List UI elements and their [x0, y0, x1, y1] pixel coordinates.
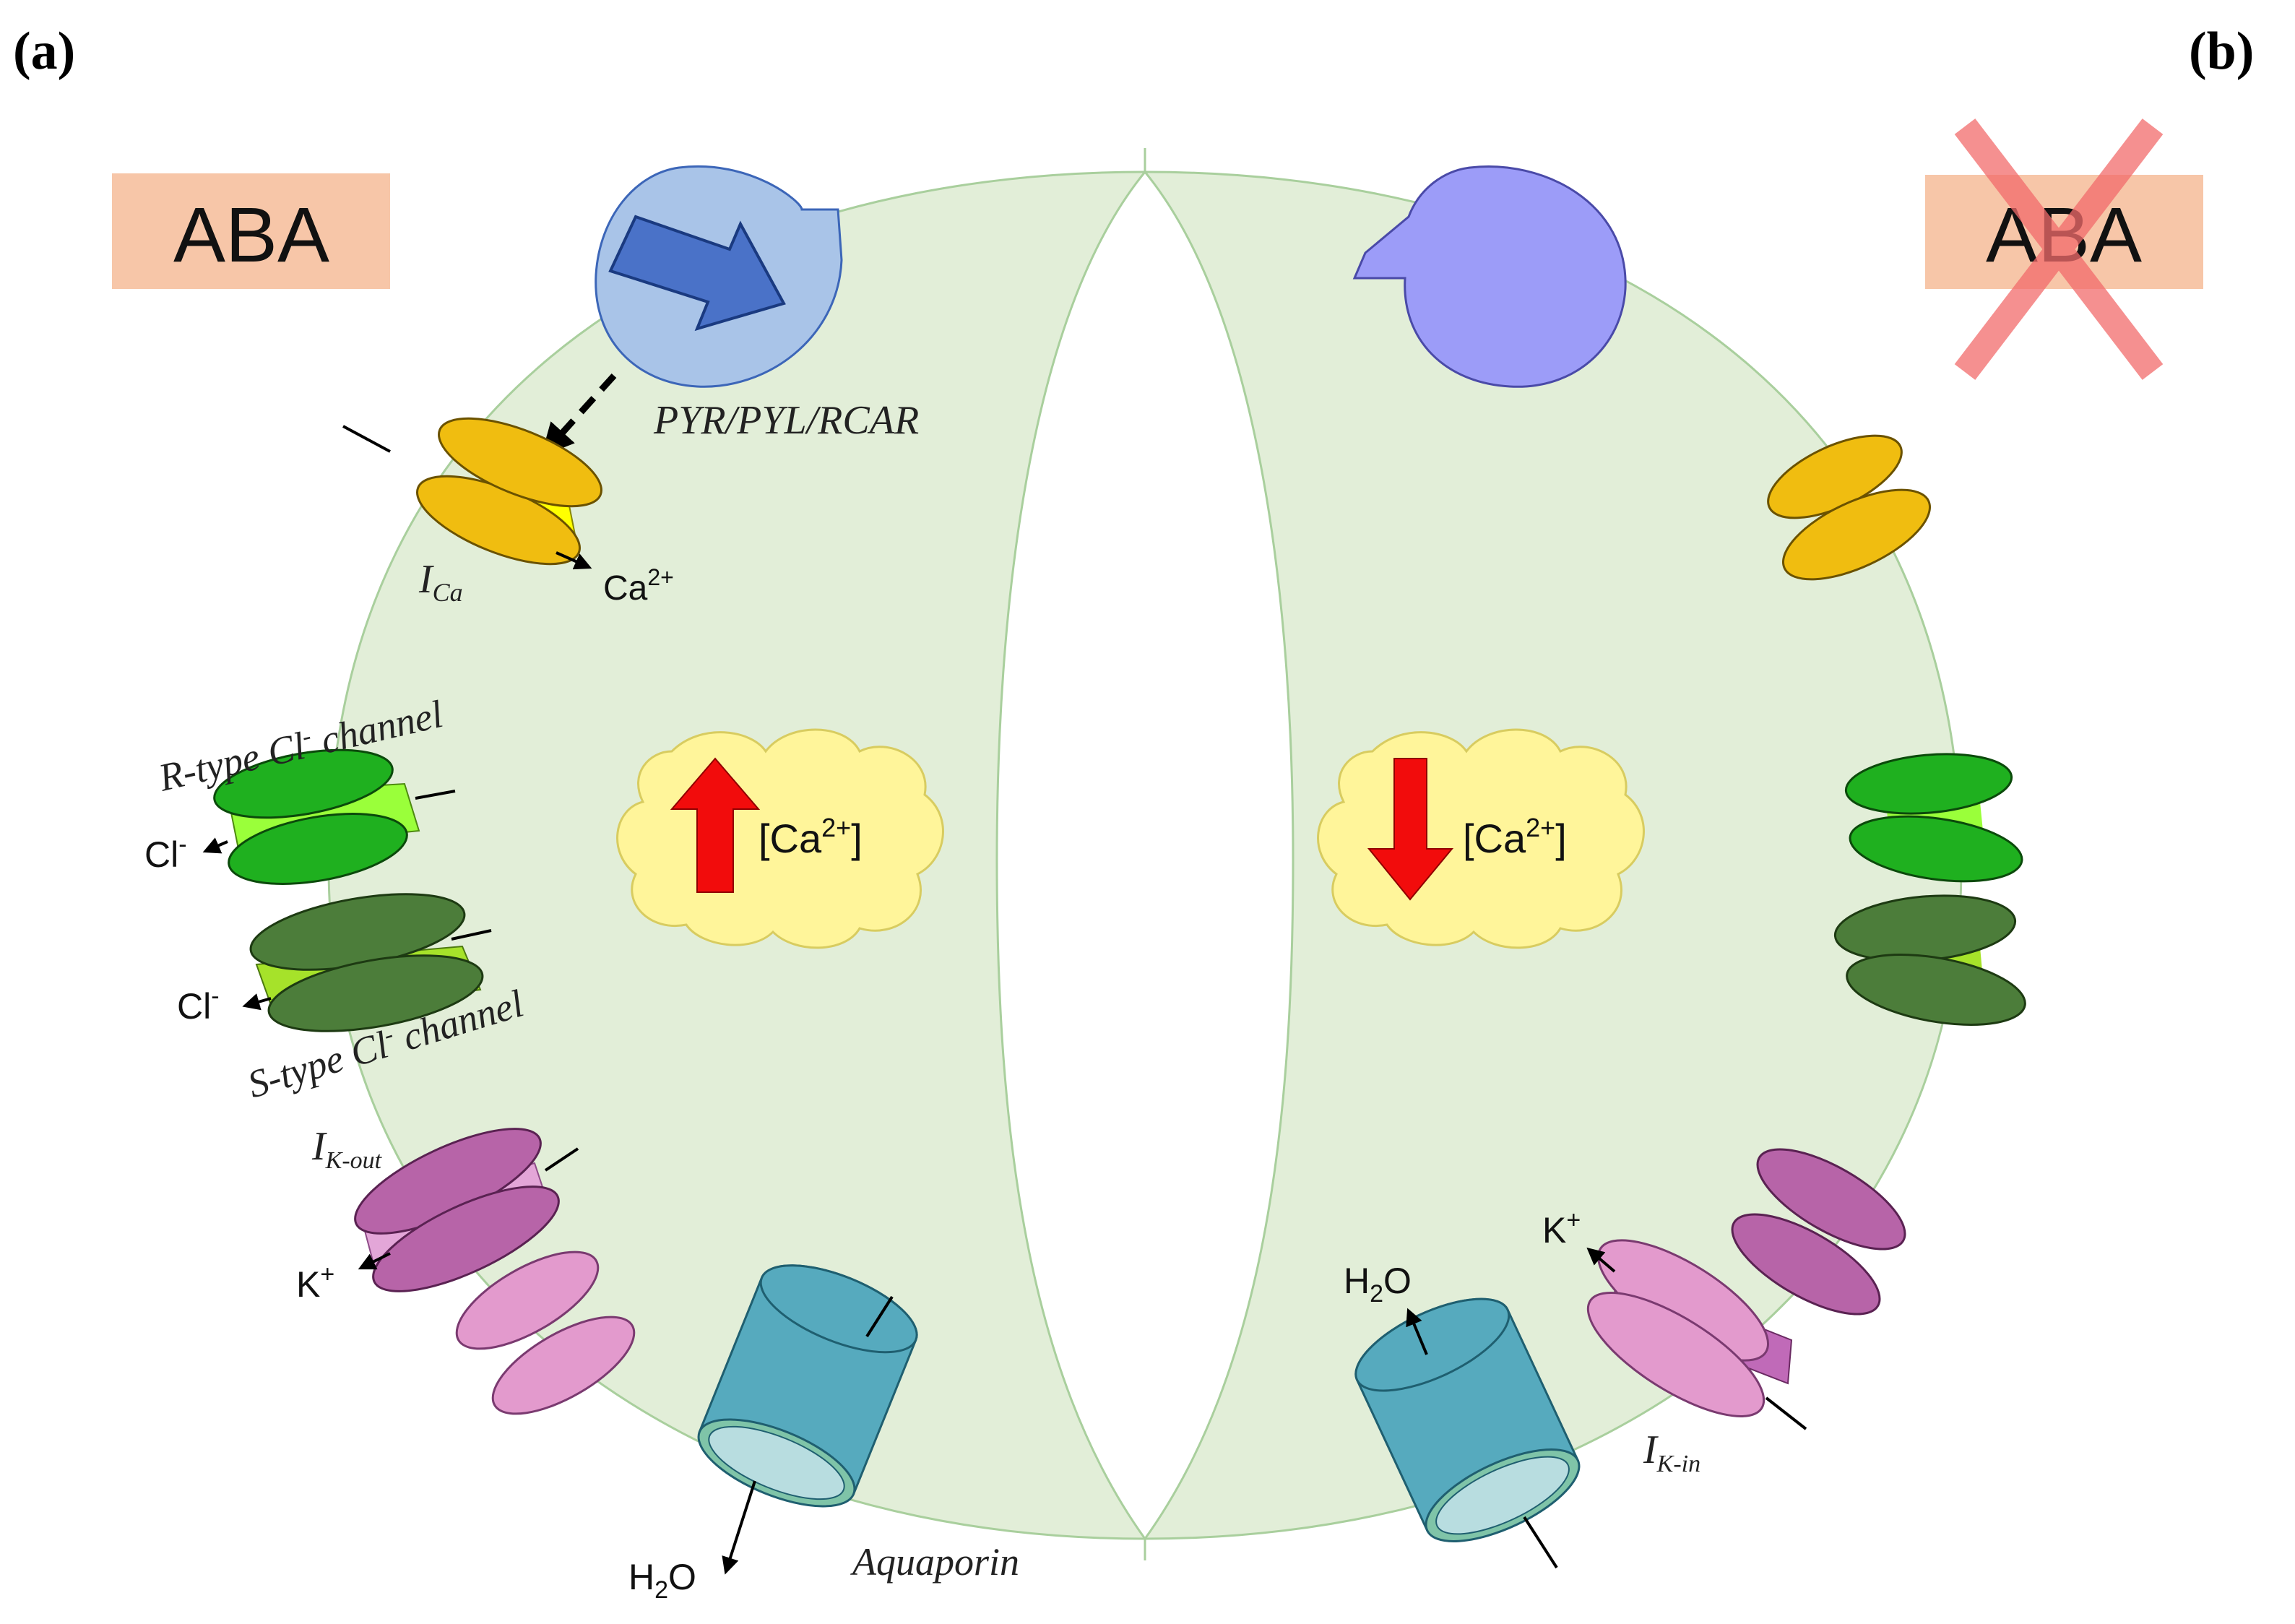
cross-icon [1954, 118, 2164, 380]
r-type-subunit [213, 748, 394, 819]
membrane-line [451, 929, 492, 941]
aquaporin-opening [708, 1425, 845, 1500]
k-in-channel-closed [455, 1251, 636, 1415]
k-in-channel-open: K+ IK-in [1542, 1206, 1807, 1477]
k-out-label: IK-out [311, 1124, 383, 1174]
stomatal-pore [995, 170, 1295, 1541]
calcium-decrease-arrow-icon [1367, 758, 1454, 901]
r-type-subunit [228, 813, 408, 885]
membrane-line [1523, 1516, 1558, 1569]
r-type-subunit [1849, 815, 2023, 883]
calcium-subunit [1782, 488, 1931, 581]
k-in-subunit [491, 1316, 636, 1415]
aba-binding-arrow-icon [608, 215, 786, 332]
calcium-channel-closed [1767, 434, 1931, 581]
calcium-subunit [438, 417, 602, 508]
guard-cell-pair [327, 148, 1963, 1560]
receptor-bound: PYR/PYL/RCAR [540, 165, 919, 457]
cytosolic-calcium-fall: [Ca2+] [1317, 728, 1645, 949]
membrane-line [1765, 1396, 1807, 1430]
aba-absent: ABA [1925, 118, 2203, 380]
k-out-channel-open: IK-out K+ [296, 1124, 579, 1305]
k-out-channel-closed [1731, 1148, 1906, 1316]
potassium-ion-label: K+ [296, 1261, 334, 1305]
panel-a-label: (a) [13, 22, 75, 81]
ion-flux-arrow [1586, 1247, 1616, 1273]
membrane-line [415, 790, 456, 800]
cytosolic-calcium-rise: [Ca2+] [616, 728, 944, 949]
aquaporin-left: H2O Aquaporin [628, 1264, 1019, 1604]
k-out-subunit [1731, 1213, 1881, 1316]
chloride-ion-label: Cl- [177, 982, 220, 1027]
aquaporin-label: Aquaporin [850, 1540, 1019, 1584]
calcium-channel-open: ICa Ca2+ [342, 417, 674, 608]
ion-flux-arrow [556, 551, 592, 570]
receptor-unbound [1352, 165, 1627, 388]
panel-b-label: (b) [2189, 22, 2254, 81]
water-label: H2O [1344, 1261, 1412, 1308]
signal-arrow [540, 373, 617, 457]
chloride-ion-label: Cl- [144, 831, 187, 875]
k-out-subunit [372, 1185, 560, 1292]
aquaporin-top [759, 1264, 918, 1354]
aba-label: ABA [173, 191, 329, 278]
calcium-current-label: ICa [418, 557, 463, 607]
potassium-ion-label: K+ [1542, 1206, 1581, 1251]
water-label: H2O [628, 1557, 696, 1604]
calcium-concentration-label: [Ca2+] [758, 813, 863, 861]
k-in-subunit [1586, 1292, 1765, 1417]
aba-box [112, 173, 390, 289]
aba-present: ABA [112, 173, 390, 289]
k-out-subunit [1756, 1148, 1906, 1251]
ion-flux-arrow [358, 1252, 391, 1270]
water-flux-arrow [1406, 1308, 1428, 1355]
s-type-subunit [267, 954, 484, 1032]
k-in-label: IK-in [1643, 1428, 1700, 1477]
calcium-concentration-label: [Ca2+] [1463, 813, 1567, 861]
receptor-label: PYR/PYL/RCAR [653, 398, 919, 443]
ion-flux-arrow [202, 837, 228, 854]
ion-flux-arrow [242, 993, 272, 1011]
calcium-increase-arrow-icon [670, 757, 761, 893]
k-in-subunit [455, 1251, 600, 1350]
r-type-subunit [1844, 753, 2013, 815]
water-flux-arrow [722, 1480, 756, 1575]
membrane-line [865, 1295, 894, 1338]
membrane-line [342, 425, 391, 453]
s-type-subunit [1846, 954, 2026, 1026]
membrane-line [544, 1147, 579, 1172]
calcium-ion-label: Ca2+ [603, 564, 674, 608]
aquaporin-right: H2O [1344, 1261, 1581, 1569]
aquaporin-opening [1435, 1456, 1570, 1535]
anion-channels-closed [1833, 753, 2026, 1026]
